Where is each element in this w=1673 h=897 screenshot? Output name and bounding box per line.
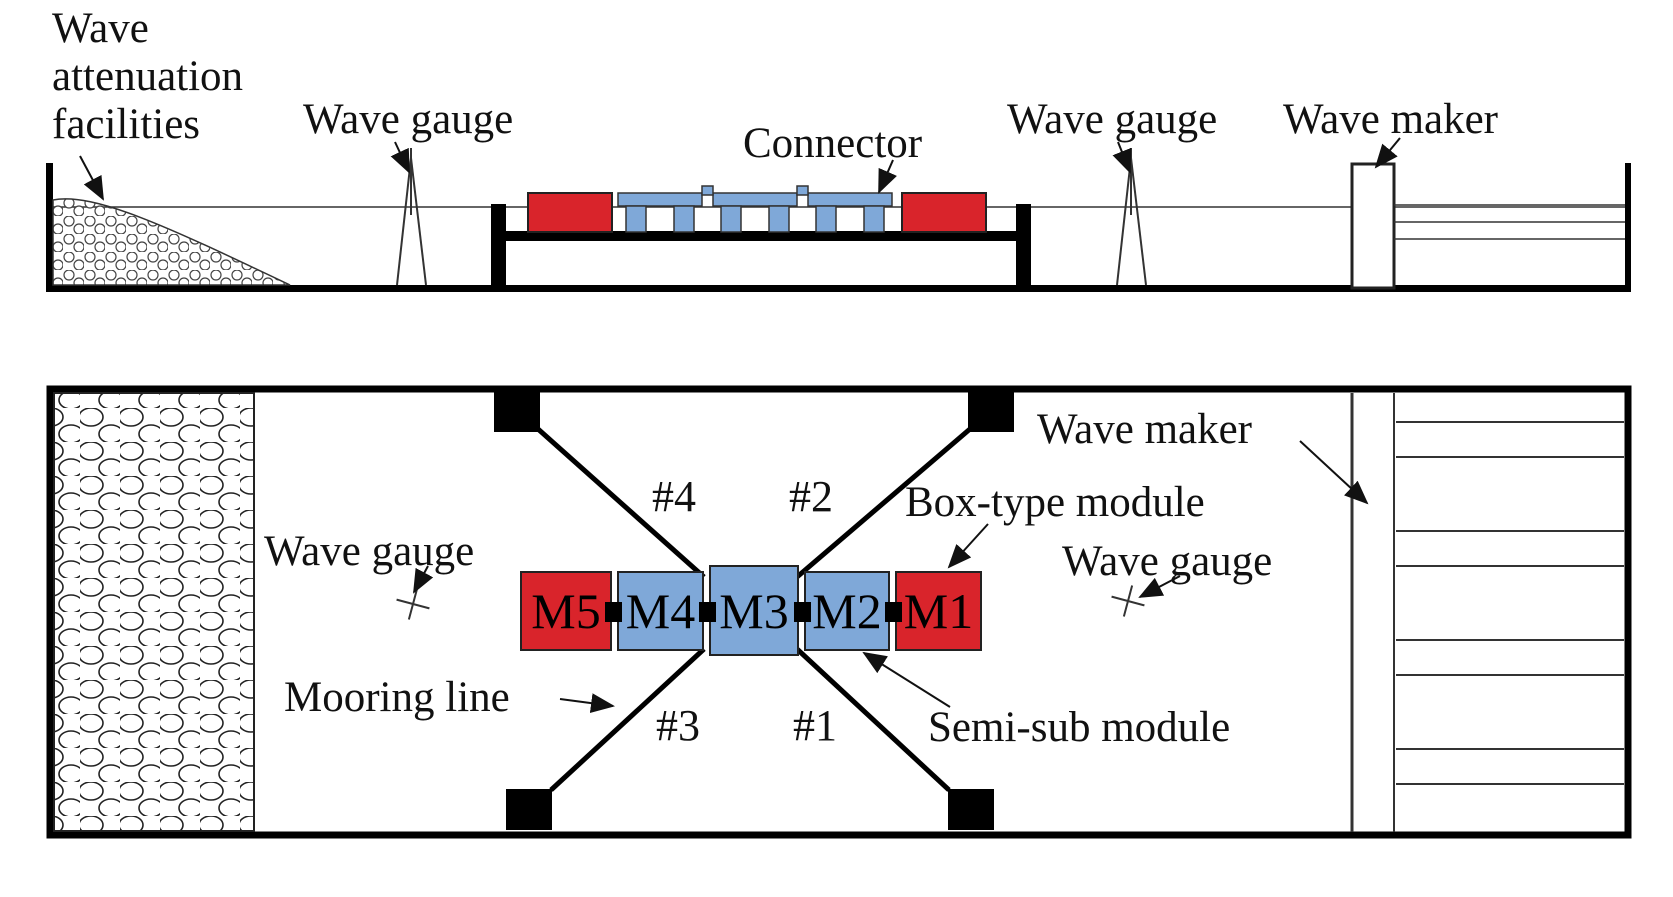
box-module-side-right (901, 192, 987, 233)
wave-gauge-marker-plan-right (1111, 585, 1145, 617)
label-wave-attenuation: Wave attenuation facilities (52, 5, 244, 149)
wave-gauge-right-symbol-side (1116, 148, 1147, 286)
connector-leader (878, 159, 897, 194)
mooring-number-2: #2 (789, 472, 833, 521)
wave-maker-leader-side (1374, 137, 1401, 169)
wave-gauge-right-leader-plan (1138, 575, 1181, 598)
anchor-blocks (494, 391, 1014, 830)
semi-sub-leader (862, 651, 951, 708)
attenuation-region-plan (53, 392, 255, 832)
semi-sub-units-side (617, 185, 893, 233)
mooring-lines (536, 427, 972, 792)
module-m3: M3 (709, 565, 799, 656)
floating-structure-side (491, 185, 1031, 288)
label-mooring-line: Mooring line (284, 674, 510, 721)
connector-nub-4 (885, 602, 902, 622)
wave-maker-leader-plan (1299, 440, 1369, 505)
connector-nub-1 (605, 602, 622, 622)
plan-tank-outline (46, 385, 1632, 839)
module-m4: M4 (617, 571, 704, 651)
mooring-line-4 (536, 427, 706, 579)
label-wave-maker-plan: Wave maker (1037, 406, 1252, 453)
mooring-line-3 (549, 647, 706, 792)
mooring-number-3: #3 (656, 701, 700, 750)
label-semi-sub-module: Semi-sub module (928, 704, 1231, 751)
connector-nub-3 (794, 602, 811, 622)
label-wave-gauge-side-right: Wave gauge (1007, 96, 1218, 143)
mooring-line-leader (559, 693, 615, 714)
attenuation-mound-side (52, 198, 291, 286)
mooring-number-4: #4 (652, 472, 696, 521)
wave-gauge-left-leader-plan (413, 565, 434, 594)
wave-gauge-left-symbol-side (396, 148, 427, 286)
anchor-top-left (494, 391, 540, 432)
wave-maker-side (1350, 162, 1625, 290)
attenuation-leader (79, 155, 104, 201)
wave-maker-plan (1350, 393, 1624, 832)
label-connector: Connector (743, 120, 923, 167)
plan-view-leaders (413, 440, 1369, 714)
label-wave-gauge-plan-right: Wave gauge (1062, 538, 1273, 585)
anchor-bottom-left (506, 789, 552, 830)
module-m1: M1 (895, 571, 982, 651)
wave-gauge-marker-plan-left (396, 588, 430, 620)
label-wave-gauge-plan-left: Wave gauge (264, 528, 475, 575)
mooring-line-1 (795, 647, 951, 792)
wave-gauge-left-leader-side (390, 141, 410, 174)
mooring-number-1: #1 (793, 701, 837, 750)
module-m5: M5 (520, 571, 612, 651)
side-view-leaders (79, 137, 1401, 201)
mooring-line-2 (795, 427, 972, 579)
box-type-leader (947, 523, 989, 569)
label-wave-gauge-side-left: Wave gauge (303, 96, 514, 143)
box-module-side-left (527, 192, 613, 233)
anchor-top-right (968, 391, 1014, 432)
wave-gauge-right-leader-side (1112, 141, 1132, 174)
module-m2: M2 (804, 571, 890, 651)
label-box-type-module: Box-type module (905, 479, 1205, 526)
anchor-bottom-right (948, 789, 994, 830)
connector-nub-2 (699, 602, 716, 622)
label-wave-maker-side: Wave maker (1283, 96, 1498, 143)
